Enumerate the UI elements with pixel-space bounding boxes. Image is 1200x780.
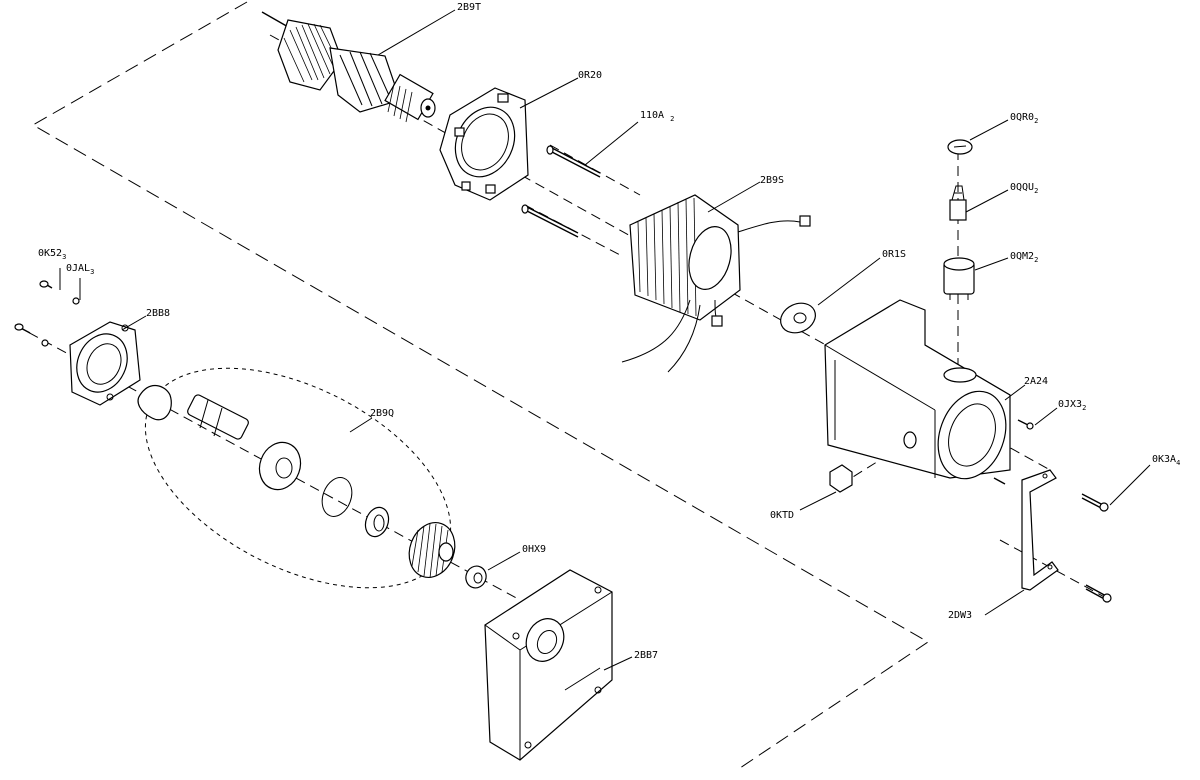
callout-0jx3: 0JX32 bbox=[1058, 399, 1086, 412]
needle-bearing bbox=[465, 565, 487, 589]
callout-0k3a: 0K3A4 bbox=[1152, 454, 1180, 467]
callout-0qqu: 0QQU2 bbox=[1010, 182, 1038, 195]
callout-2b9t: 2B9T bbox=[457, 2, 481, 13]
callout-0qr0: 0QR02 bbox=[1010, 112, 1038, 125]
callout-2bb8: 2BB8 bbox=[146, 308, 170, 319]
callout-0r20: 0R20 bbox=[578, 70, 602, 81]
callout-0qm2: 0QM22 bbox=[1010, 251, 1038, 264]
armature bbox=[261, 11, 436, 123]
flange-screws bbox=[14, 280, 80, 347]
rear-bearing bbox=[780, 302, 816, 334]
housing-screws bbox=[993, 419, 1034, 485]
brush-plate bbox=[439, 87, 529, 201]
mounting-bracket bbox=[1021, 469, 1059, 591]
callout-0hx9: 0HX9 bbox=[522, 544, 546, 555]
gear-housing bbox=[484, 569, 613, 761]
axis-line-bracket bbox=[999, 539, 1111, 601]
callout-0r1s: 0R1S bbox=[882, 249, 906, 260]
brush-holder bbox=[943, 257, 975, 300]
brush-cap bbox=[947, 139, 973, 155]
callout-2bb7: 2BB7 bbox=[634, 650, 658, 661]
callout-2b9s: 2B9S bbox=[760, 175, 784, 186]
field-coil bbox=[621, 194, 811, 373]
bracket-screws bbox=[1081, 493, 1112, 603]
callout-2a24: 2A24 bbox=[1024, 376, 1048, 387]
assembly-boundary bbox=[31, 1, 929, 769]
callout-2b9q: 2B9Q bbox=[370, 408, 394, 419]
long-screws bbox=[521, 145, 601, 238]
leader-lines bbox=[59, 9, 1151, 671]
callout-2dw3: 2DW3 bbox=[948, 610, 972, 621]
gear-assembly bbox=[137, 385, 456, 579]
front-flange bbox=[69, 321, 141, 406]
gear-group-outline bbox=[144, 367, 452, 589]
callout-0jal: 0JAL3 bbox=[66, 263, 94, 276]
carbon-brush bbox=[949, 185, 967, 221]
callout-110a: 110A 2 bbox=[640, 110, 674, 123]
callout-0k52: 0K523 bbox=[38, 248, 66, 261]
callout-0ktd: 0KTD bbox=[770, 510, 794, 521]
hex-nut bbox=[829, 464, 853, 493]
motor-housing bbox=[824, 299, 1011, 480]
